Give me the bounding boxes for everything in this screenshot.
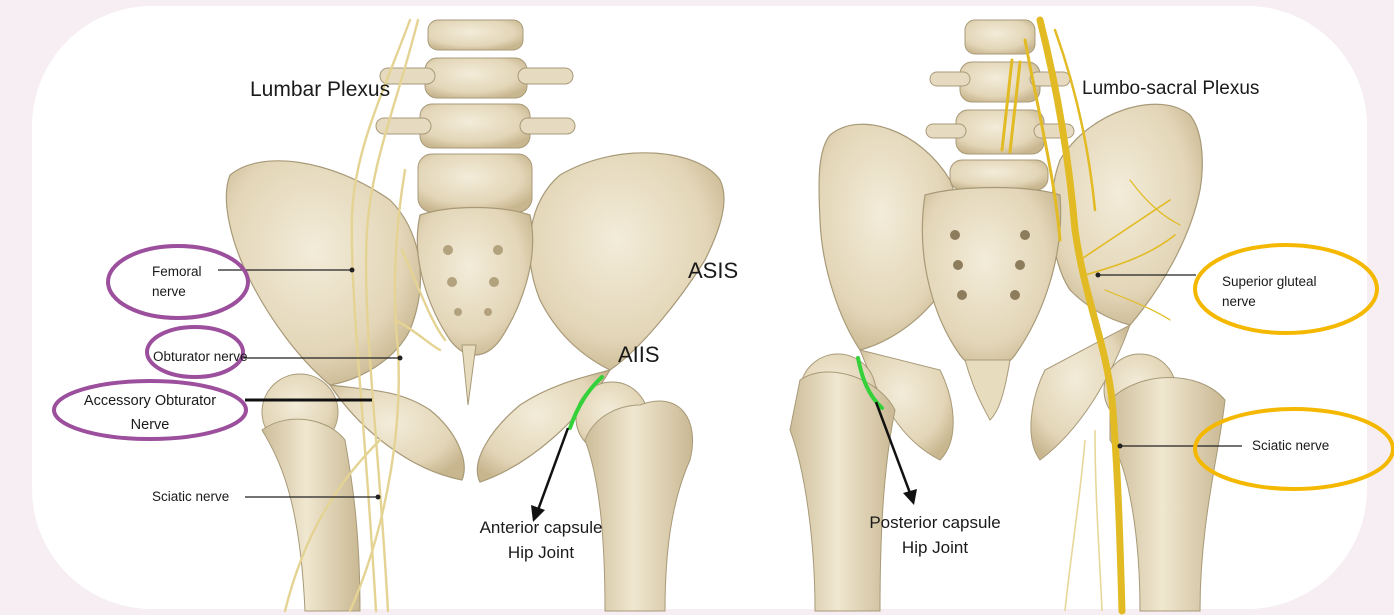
obturator-nerve-label: Obturator nerve xyxy=(153,349,248,364)
accessory-obturator-nerve-label: Accessory Obturator Nerve xyxy=(62,389,238,437)
sciatic-nerve-label-right: Sciatic nerve xyxy=(1252,438,1329,453)
lumbosacral-plexus-heading: Lumbo-sacral Plexus xyxy=(1082,78,1259,100)
anterior-capsule-label: Anterior capsule Hip Joint xyxy=(466,515,616,565)
lumbar-plexus-heading: Lumbar Plexus xyxy=(250,78,390,102)
sciatic-nerve-label-left: Sciatic nerve xyxy=(152,489,229,504)
posterior-capsule-label: Posterior capsule Hip Joint xyxy=(858,510,1012,560)
aiis-label: AIIS xyxy=(618,342,660,368)
femoral-nerve-label: Femoral nerve xyxy=(152,262,202,302)
asis-label: ASIS xyxy=(688,258,738,284)
superior-gluteal-nerve-label: Superior gluteal nerve xyxy=(1222,272,1317,312)
